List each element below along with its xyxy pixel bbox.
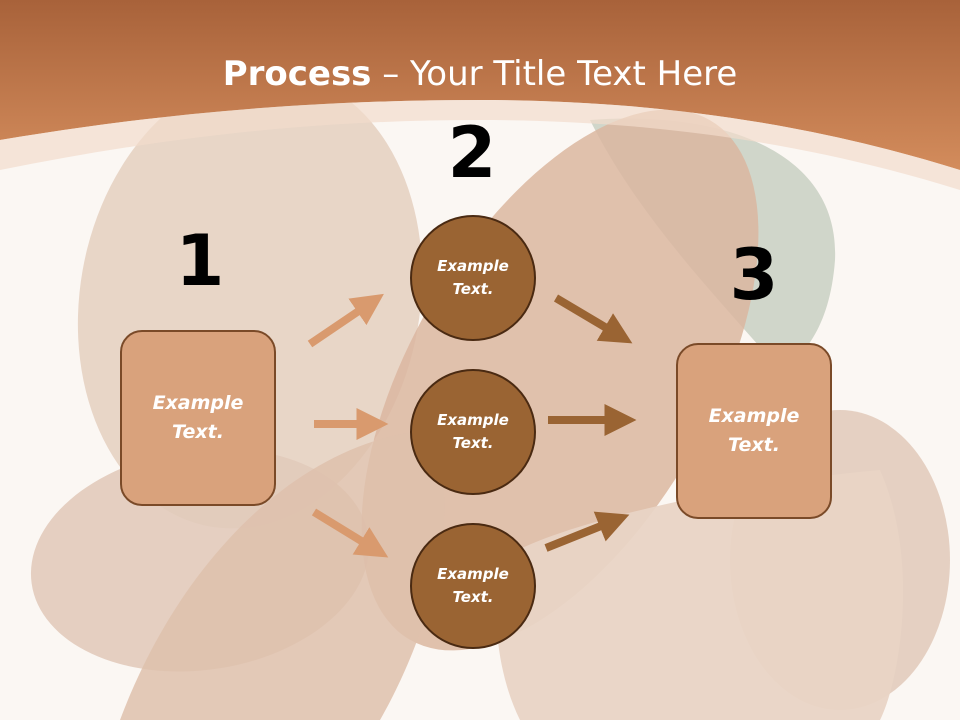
circle-bottom: Example Text. [410, 523, 536, 649]
step-number-2: 2 [447, 112, 497, 194]
circle-bottom-text: Example Text. [437, 565, 509, 606]
title-bold: Process [222, 54, 372, 94]
circle-middle-text: Example Text. [437, 411, 509, 452]
circle-middle: Example Text. [410, 369, 536, 495]
left-box: Example Text. [120, 330, 276, 506]
page-title: Process – Your Title Text Here [0, 52, 960, 96]
step-number-1: 1 [175, 220, 225, 302]
circle-top: Example Text. [410, 215, 536, 341]
right-box-text: Example Text. [708, 405, 800, 456]
left-box-text: Example Text. [152, 392, 244, 443]
circle-top-text: Example Text. [437, 257, 509, 298]
right-box: Example Text. [676, 343, 832, 519]
title-rest: – Your Title Text Here [371, 54, 738, 94]
step-number-3: 3 [729, 234, 779, 316]
